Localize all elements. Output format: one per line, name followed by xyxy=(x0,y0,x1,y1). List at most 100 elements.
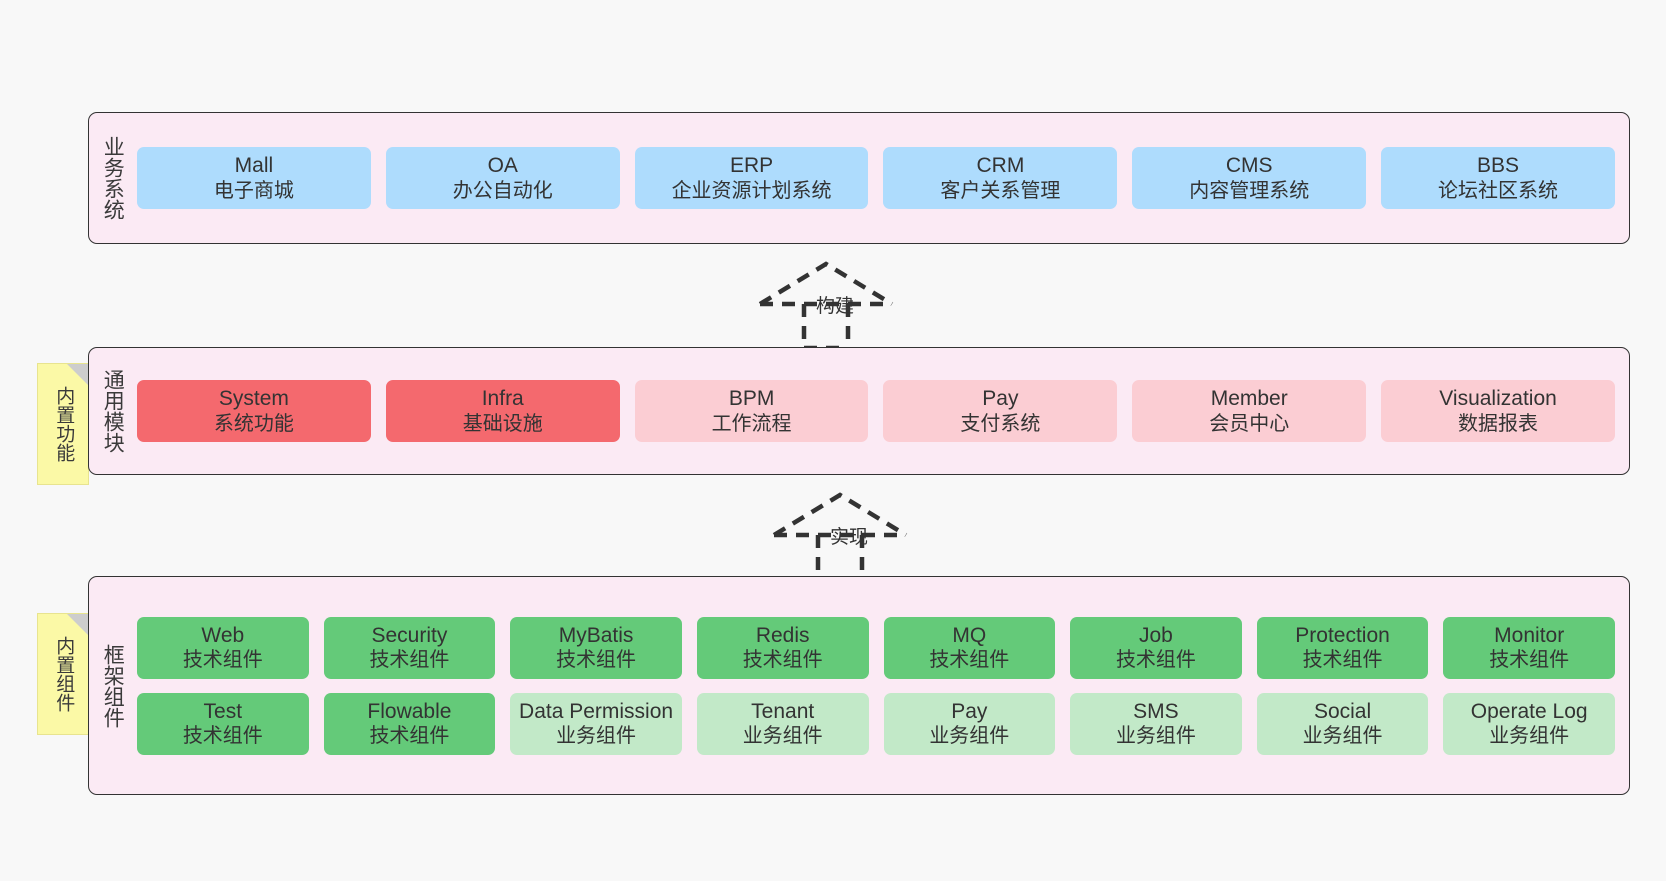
connector-build-label: 构建 xyxy=(816,296,855,317)
node-label-en: Data Permission xyxy=(519,699,674,723)
node-label-en: SMS xyxy=(1133,699,1179,723)
node-redis[interactable]: Redis 技术组件 xyxy=(696,616,869,679)
node-label-en: Visualization xyxy=(1439,387,1557,410)
node-label-cn: 基础设施 xyxy=(462,412,543,435)
node-label-cn: 技术组件 xyxy=(742,649,823,672)
node-label-en: CRM xyxy=(976,154,1025,177)
row: Mall 电子商城 OA 办公自动化 ERP 企业资源计划系统 CRM 客户关系… xyxy=(137,147,1615,209)
layer-business-system[interactable]: 业务系统 Mall 电子商城 OA 办公自动化 ERP 企业资源计划系统 CRM… xyxy=(88,112,1630,244)
row: Test 技术组件 Flowable 技术组件 Data Permission … xyxy=(137,692,1615,755)
node-label-cn: 会员中心 xyxy=(1209,412,1290,435)
node-oa[interactable]: OA 办公自动化 xyxy=(385,147,620,209)
node-label-cn: 业务组件 xyxy=(1115,725,1196,748)
node-security[interactable]: Security 技术组件 xyxy=(323,616,496,679)
node-label-en: Redis xyxy=(755,623,810,647)
node-label-cn: 技术组件 xyxy=(1115,649,1196,672)
node-label-en: System xyxy=(218,387,289,410)
node-label-cn: 技术组件 xyxy=(1302,649,1383,672)
node-label-en: CMS xyxy=(1225,154,1273,177)
layer-framework-component[interactable]: 框架组件 Web 技术组件 Security 技术组件 MyBatis 技术组件… xyxy=(88,576,1630,795)
node-label-en: Infra xyxy=(481,387,524,410)
node-label-cn: 办公自动化 xyxy=(452,179,553,202)
node-label-en: Monitor xyxy=(1494,623,1565,647)
node-member[interactable]: Member 会员中心 xyxy=(1132,380,1367,442)
node-mybatis[interactable]: MyBatis 技术组件 xyxy=(510,616,682,679)
connector-implement-label: 实现 xyxy=(830,527,869,548)
note-fold-icon xyxy=(67,364,88,385)
node-label-en: BPM xyxy=(728,387,775,410)
node-label-cn: 工作流程 xyxy=(711,412,792,435)
node-label-cn: 技术组件 xyxy=(1489,649,1570,672)
node-label-en: OA xyxy=(487,154,518,177)
layer-title-business-system: 业务系统 xyxy=(101,136,125,220)
node-erp[interactable]: ERP 企业资源计划系统 xyxy=(634,147,869,209)
node-crm[interactable]: CRM 客户关系管理 xyxy=(883,147,1118,209)
node-label-cn: 数据报表 xyxy=(1458,412,1539,435)
node-protection[interactable]: Protection 技术组件 xyxy=(1256,616,1429,679)
connector-implement: 实现 xyxy=(766,489,926,582)
node-label-en: Operate Log xyxy=(1470,699,1588,723)
node-label-en: MQ xyxy=(952,623,987,647)
node-tenant[interactable]: Tenant 业务组件 xyxy=(696,692,869,755)
node-label-en: Pay xyxy=(951,699,988,723)
node-data-permission[interactable]: Data Permission 业务组件 xyxy=(510,692,682,755)
layer-title-common-module: 通用模块 xyxy=(101,369,125,453)
node-label-en: Pay xyxy=(982,387,1019,410)
node-label-en: Security xyxy=(371,623,448,647)
node-label-en: Social xyxy=(1313,699,1372,723)
node-label-cn: 技术组件 xyxy=(369,649,450,672)
node-social[interactable]: Social 业务组件 xyxy=(1256,692,1429,755)
node-label-cn: 客户关系管理 xyxy=(940,179,1061,202)
node-label-cn: 技术组件 xyxy=(369,725,450,748)
connector-build: 构建 xyxy=(752,258,912,351)
node-label-cn: 企业资源计划系统 xyxy=(671,179,832,202)
node-label-cn: 支付系统 xyxy=(960,412,1041,435)
sticky-note-builtin-component[interactable]: 内置组件 xyxy=(37,613,89,735)
node-label-en: Web xyxy=(201,623,245,647)
node-bpm[interactable]: BPM 工作流程 xyxy=(634,380,869,442)
node-operate-log[interactable]: Operate Log 业务组件 xyxy=(1443,692,1615,755)
node-bbs[interactable]: BBS 论坛社区系统 xyxy=(1381,147,1615,209)
node-cms[interactable]: CMS 内容管理系统 xyxy=(1132,147,1367,209)
connector-implement-arrow xyxy=(772,492,908,582)
node-label-cn: 技术组件 xyxy=(182,725,263,748)
node-label-cn: 业务组件 xyxy=(742,725,823,748)
node-pay[interactable]: Pay 支付系统 xyxy=(883,380,1118,442)
node-label-en: MyBatis xyxy=(558,623,634,647)
node-visualization[interactable]: Visualization 数据报表 xyxy=(1381,380,1615,442)
node-system[interactable]: System 系统功能 xyxy=(137,380,371,442)
node-label-en: ERP xyxy=(729,154,774,177)
sticky-note-label: 内置组件 xyxy=(53,636,75,712)
layer-body-framework-component: Web 技术组件 Security 技术组件 MyBatis 技术组件 Redi… xyxy=(135,577,1629,794)
node-web[interactable]: Web 技术组件 xyxy=(137,616,309,679)
node-label-cn: 业务组件 xyxy=(1302,725,1383,748)
node-job[interactable]: Job 技术组件 xyxy=(1070,616,1242,679)
node-sms[interactable]: SMS 业务组件 xyxy=(1070,692,1242,755)
node-label-cn: 技术组件 xyxy=(556,649,637,672)
note-fold-icon xyxy=(67,614,88,635)
node-label-cn: 业务组件 xyxy=(556,725,637,748)
sticky-note-label: 内置功能 xyxy=(53,386,75,462)
node-label-cn: 系统功能 xyxy=(213,412,294,435)
node-pay-business[interactable]: Pay 业务组件 xyxy=(883,692,1056,755)
node-label-cn: 电子商城 xyxy=(213,179,294,202)
node-label-cn: 内容管理系统 xyxy=(1189,179,1310,202)
node-label-en: Flowable xyxy=(367,699,452,723)
node-infra[interactable]: Infra 基础设施 xyxy=(385,380,620,442)
row: System 系统功能 Infra 基础设施 BPM 工作流程 Pay 支付系统… xyxy=(137,380,1615,442)
layer-common-module[interactable]: 通用模块 System 系统功能 Infra 基础设施 BPM 工作流程 Pay… xyxy=(88,347,1630,475)
node-label-en: Protection xyxy=(1295,623,1390,647)
node-mall[interactable]: Mall 电子商城 xyxy=(137,147,371,209)
node-label-cn: 技术组件 xyxy=(182,649,263,672)
node-mq[interactable]: MQ 技术组件 xyxy=(883,616,1056,679)
node-test[interactable]: Test 技术组件 xyxy=(137,692,309,755)
layer-body-common-module: System 系统功能 Infra 基础设施 BPM 工作流程 Pay 支付系统… xyxy=(135,348,1629,474)
node-monitor[interactable]: Monitor 技术组件 xyxy=(1443,616,1615,679)
node-label-en: Tenant xyxy=(751,699,815,723)
sticky-note-builtin-function[interactable]: 内置功能 xyxy=(37,363,89,485)
node-label-en: Test xyxy=(203,699,243,723)
node-label-cn: 业务组件 xyxy=(1489,725,1570,748)
node-label-en: Member xyxy=(1210,387,1288,410)
node-flowable[interactable]: Flowable 技术组件 xyxy=(323,692,496,755)
